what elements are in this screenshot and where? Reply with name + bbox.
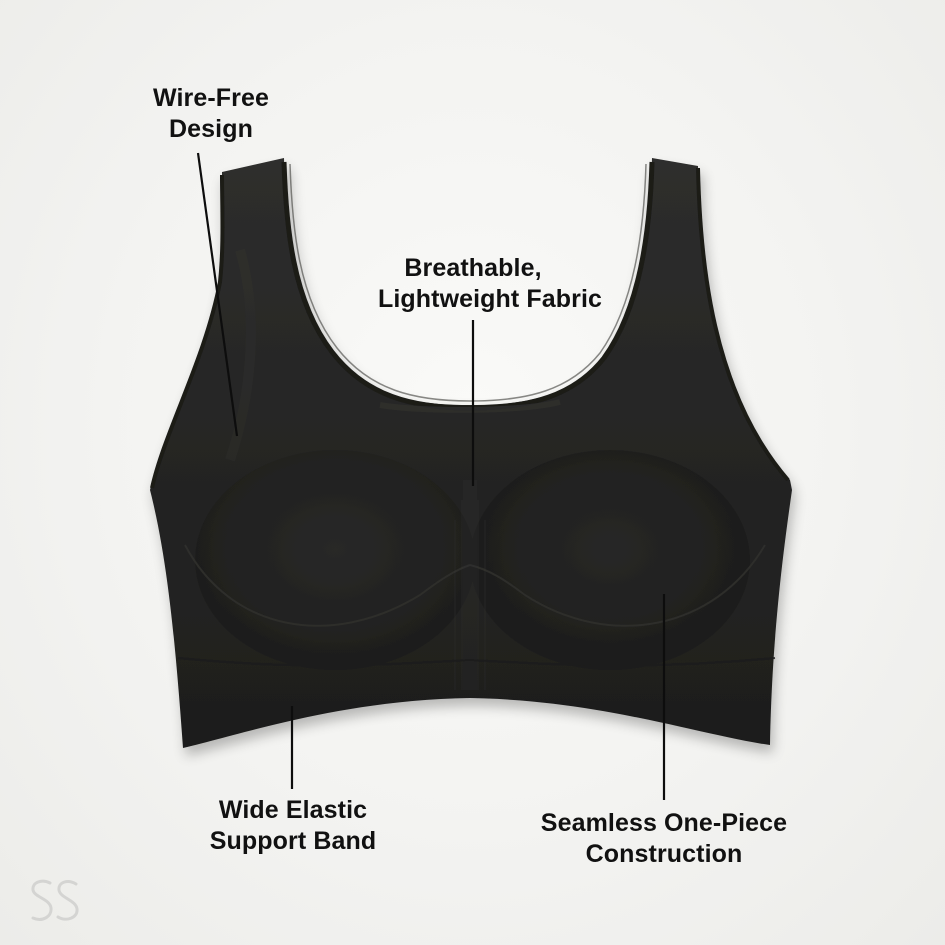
callout-line-wire-free xyxy=(196,152,239,437)
callout-text-line1: Seamless One-Piece xyxy=(540,809,788,837)
callout-text-line2: Support Band xyxy=(209,827,377,855)
callout-text-line1: Breathable, xyxy=(404,254,542,282)
garment-body xyxy=(150,158,792,748)
ss-monogram-logo-icon xyxy=(31,879,79,921)
callout-seamless-construction: Seamless One-Piece Construction xyxy=(530,808,798,870)
callout-text-line2: Design xyxy=(169,115,253,143)
callout-text-line2: Lightweight Fabric xyxy=(378,285,603,313)
callout-text-line2: Construction xyxy=(585,840,743,868)
callout-wire-free-design: Wire-Free Design xyxy=(140,83,282,145)
callout-wide-elastic-band: Wide Elastic Support Band xyxy=(193,795,393,857)
callout-breathable-fabric: Breathable, Lightweight Fabric xyxy=(378,253,603,315)
callout-text-line1: Wide Elastic xyxy=(218,796,368,824)
callout-text-line1: Wire-Free xyxy=(153,84,269,112)
